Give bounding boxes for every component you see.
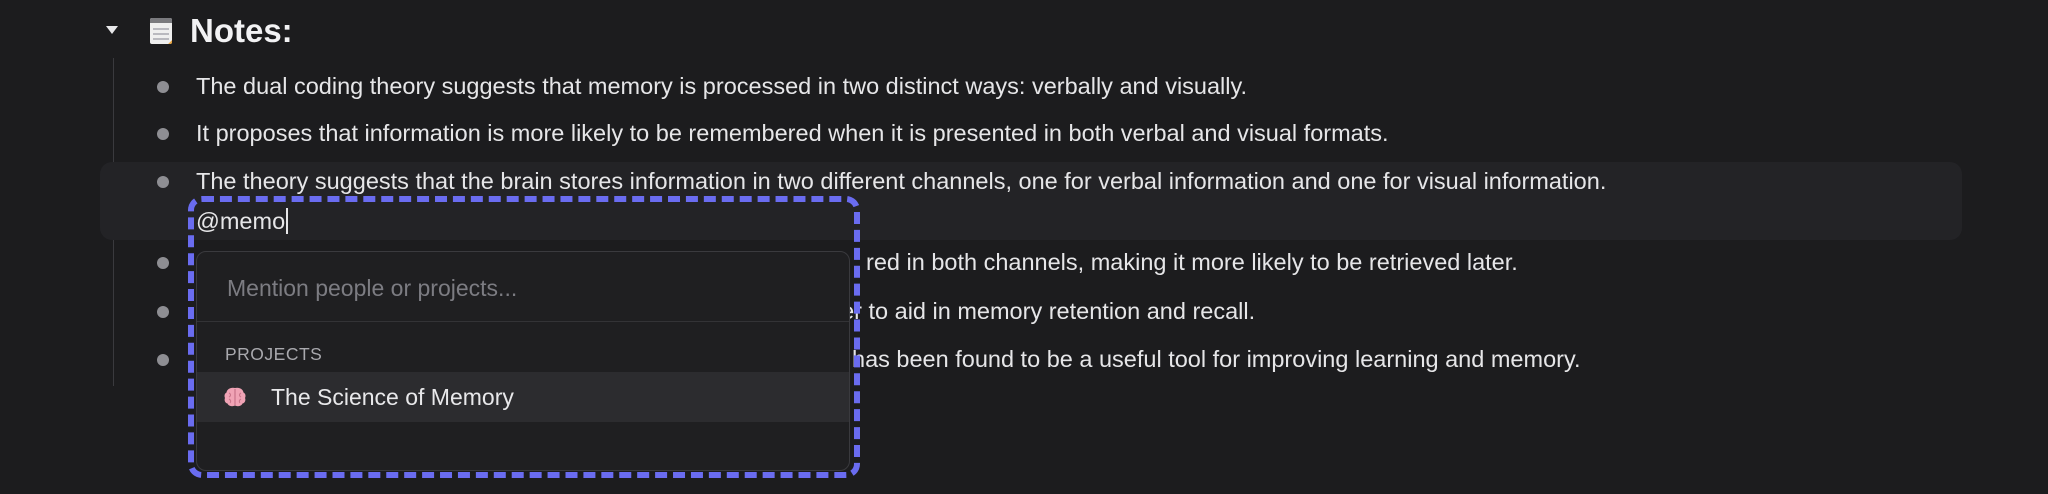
- list-item[interactable]: her to aid in memory retention and recal…: [828, 298, 1256, 324]
- list-item[interactable]: The dual coding theory suggests that mem…: [196, 73, 1248, 99]
- highlight-outline: [188, 196, 860, 478]
- notepad-icon: [150, 18, 172, 44]
- project-label: The Science of Memory: [271, 384, 514, 410]
- bullet-icon[interactable]: [157, 354, 169, 366]
- bullet-icon[interactable]: [157, 81, 169, 93]
- text-caret: [286, 208, 289, 234]
- bullet-icon[interactable]: [157, 257, 169, 269]
- project-item-science-of-memory[interactable]: The Science of Memory: [197, 372, 849, 422]
- section-label-projects: PROJECTS: [225, 344, 323, 364]
- list-item[interactable]: has been found to be a useful tool for i…: [852, 346, 1581, 372]
- mention-search: [197, 252, 849, 322]
- bullet-icon[interactable]: [157, 176, 169, 188]
- list-item[interactable]: It proposes that information is more lik…: [196, 120, 1389, 146]
- caret-down-icon[interactable]: [106, 26, 118, 34]
- page-title: Notes:: [190, 12, 293, 49]
- mention-query-value: @memo: [196, 208, 286, 234]
- brain-icon: [224, 387, 246, 407]
- bullet-icon[interactable]: [157, 128, 169, 140]
- mention-popup: PROJECTS The Science of Memory: [196, 251, 850, 471]
- mention-search-input[interactable]: [225, 270, 809, 306]
- list-item[interactable]: The theory suggests that the brain store…: [196, 168, 1607, 194]
- list-item[interactable]: red in both channels, making it more lik…: [866, 249, 1518, 275]
- mention-query-text[interactable]: @memo: [196, 208, 289, 235]
- bullet-icon[interactable]: [157, 306, 169, 318]
